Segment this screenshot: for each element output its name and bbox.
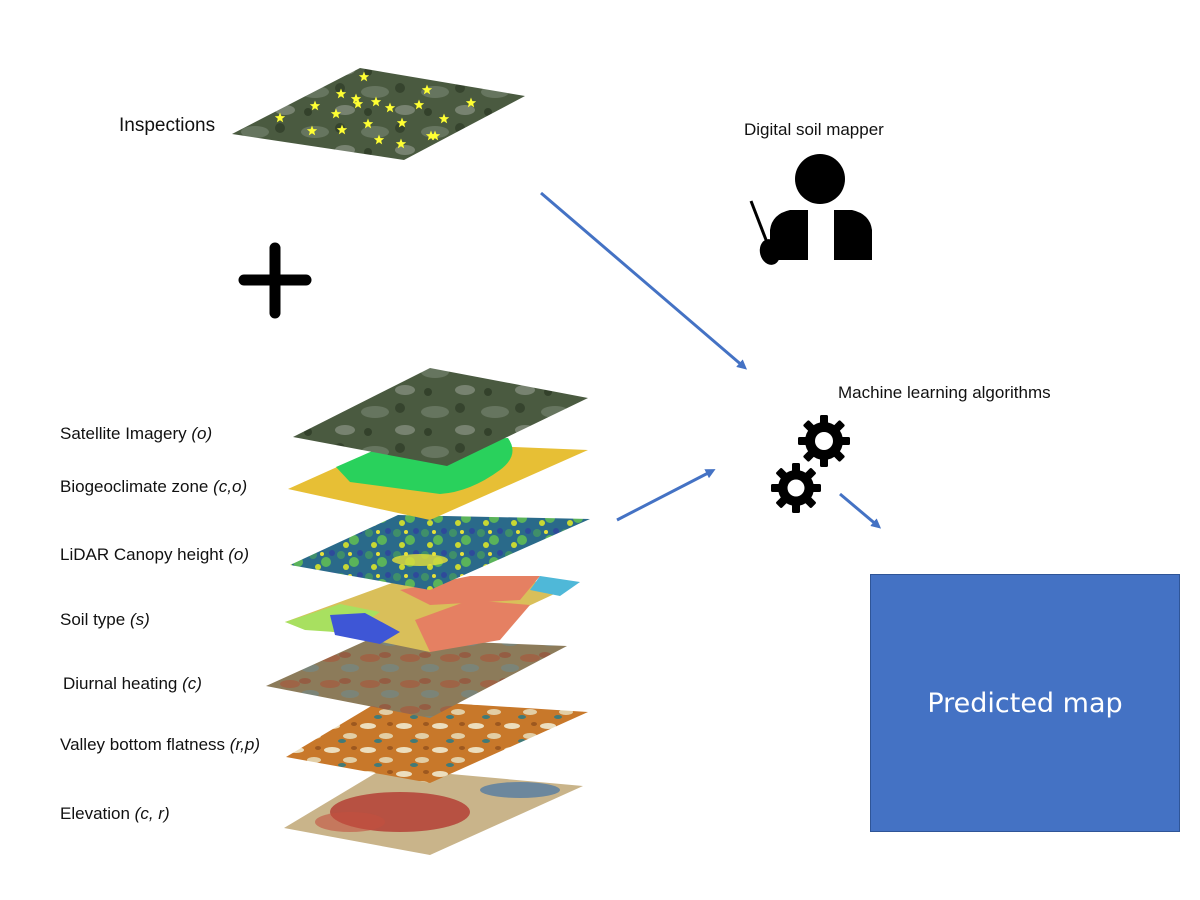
inspection-points bbox=[274, 71, 477, 149]
person-with-shovel-icon bbox=[749, 154, 872, 265]
gear-tooth bbox=[776, 497, 787, 508]
inspection-star bbox=[373, 134, 385, 145]
inspection-star bbox=[306, 125, 318, 136]
inspection-star bbox=[330, 108, 342, 119]
gear-tooth bbox=[820, 458, 828, 467]
gear-tooth bbox=[771, 484, 780, 492]
inspections-layer bbox=[232, 68, 525, 160]
gears-icon bbox=[771, 415, 850, 513]
inspections-label: Inspections bbox=[119, 115, 216, 136]
covariate-layer-stack bbox=[266, 368, 590, 855]
inspection-star bbox=[336, 124, 348, 135]
gear-tooth bbox=[803, 450, 815, 462]
gear-hole bbox=[787, 479, 805, 497]
arrow-inspections-to-ml bbox=[540, 191, 748, 370]
elevation-layer bbox=[284, 768, 583, 855]
inspection-star bbox=[429, 130, 441, 141]
inspection-star bbox=[352, 98, 364, 109]
gear-tooth bbox=[833, 450, 845, 462]
inspection-star bbox=[413, 99, 425, 110]
gear-tooth bbox=[820, 415, 828, 424]
gear-tooth bbox=[798, 437, 807, 445]
gear-hole bbox=[815, 432, 833, 450]
gear-tooth bbox=[805, 468, 816, 479]
layer-label-biogeoclimate-zone: Biogeoclimate zone (c,o) bbox=[60, 477, 248, 496]
arrow-layers-to-ml bbox=[616, 469, 716, 522]
predicted-map-label: Predicted map bbox=[927, 687, 1123, 719]
plus-icon bbox=[238, 242, 312, 319]
inspection-star bbox=[425, 130, 437, 141]
predicted-map-box: Predicted map bbox=[870, 574, 1180, 832]
inspection-star bbox=[370, 96, 382, 107]
digital-soil-mapper-label: Digital soil mapper bbox=[744, 120, 884, 139]
gear-tooth bbox=[792, 504, 800, 513]
gear-tooth bbox=[805, 497, 816, 508]
lidar-canopy-height-layer bbox=[290, 515, 590, 590]
inspections-satellite-tile bbox=[232, 68, 525, 160]
inspection-star bbox=[421, 84, 433, 95]
inspection-star bbox=[358, 71, 370, 82]
gear-tooth bbox=[792, 463, 800, 472]
inspection-star bbox=[465, 97, 477, 108]
inspection-star bbox=[396, 117, 408, 128]
gear-tooth bbox=[812, 484, 821, 492]
diurnal-heating-layer bbox=[266, 638, 567, 718]
layer-label-diurnal-heating: Diurnal heating (c) bbox=[63, 674, 202, 693]
satellite-imagery-layer bbox=[293, 368, 588, 466]
gear-tooth bbox=[776, 468, 787, 479]
inspection-star bbox=[384, 102, 396, 113]
inspection-star bbox=[274, 112, 286, 123]
layer-label-satellite-imagery: Satellite Imagery (o) bbox=[60, 424, 213, 443]
layer-label-elevation: Elevation (c, r) bbox=[60, 804, 170, 823]
layer-label-valley-bottom-flatness: Valley bottom flatness (r,p) bbox=[60, 735, 261, 754]
gear-tooth bbox=[803, 420, 815, 432]
gear-tooth bbox=[841, 437, 850, 445]
machine-learning-label: Machine learning algorithms bbox=[838, 383, 1051, 402]
inspection-star bbox=[395, 138, 407, 149]
inspection-star bbox=[350, 93, 362, 104]
soil-type-layer bbox=[285, 576, 580, 652]
inspection-star bbox=[335, 88, 347, 99]
gear-tooth bbox=[833, 420, 845, 432]
inspection-star bbox=[438, 113, 450, 124]
inspection-star bbox=[309, 100, 321, 111]
layer-label-soil-type: Soil type (s) bbox=[60, 610, 150, 629]
arrow-ml-to-map bbox=[839, 492, 882, 529]
inspection-star bbox=[362, 118, 374, 129]
valley-bottom-flatness-layer bbox=[286, 699, 588, 783]
layer-label-lidar-canopy-height: LiDAR Canopy height (o) bbox=[60, 545, 249, 564]
